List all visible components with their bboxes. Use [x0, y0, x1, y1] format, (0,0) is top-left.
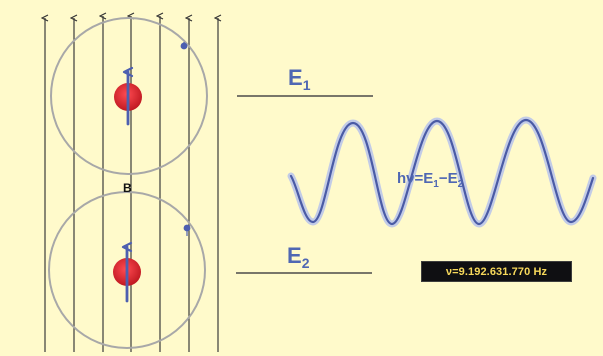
magnetic-field-label: B	[123, 181, 132, 195]
upper-level-label: E1	[288, 65, 311, 93]
lower-atom	[48, 191, 206, 349]
lower-level-label: E2	[287, 243, 310, 271]
photon-wave	[287, 116, 597, 228]
upper-atom	[50, 17, 208, 175]
upper-orbit	[50, 17, 208, 175]
frequency-readout: ν=9.192.631.770 Hz	[421, 261, 572, 282]
magnetic-field-lines	[45, 16, 218, 352]
photon-wave-line	[289, 118, 595, 226]
electron-dot-icon	[183, 224, 191, 232]
upper-energy-level: E1	[237, 65, 373, 97]
lower-energy-level: E2	[236, 243, 372, 274]
frequency-value: ν=9.192.631.770 Hz	[445, 265, 548, 278]
lower-orbit	[48, 191, 206, 349]
energy-formula: hν=E1−E2	[397, 170, 464, 190]
